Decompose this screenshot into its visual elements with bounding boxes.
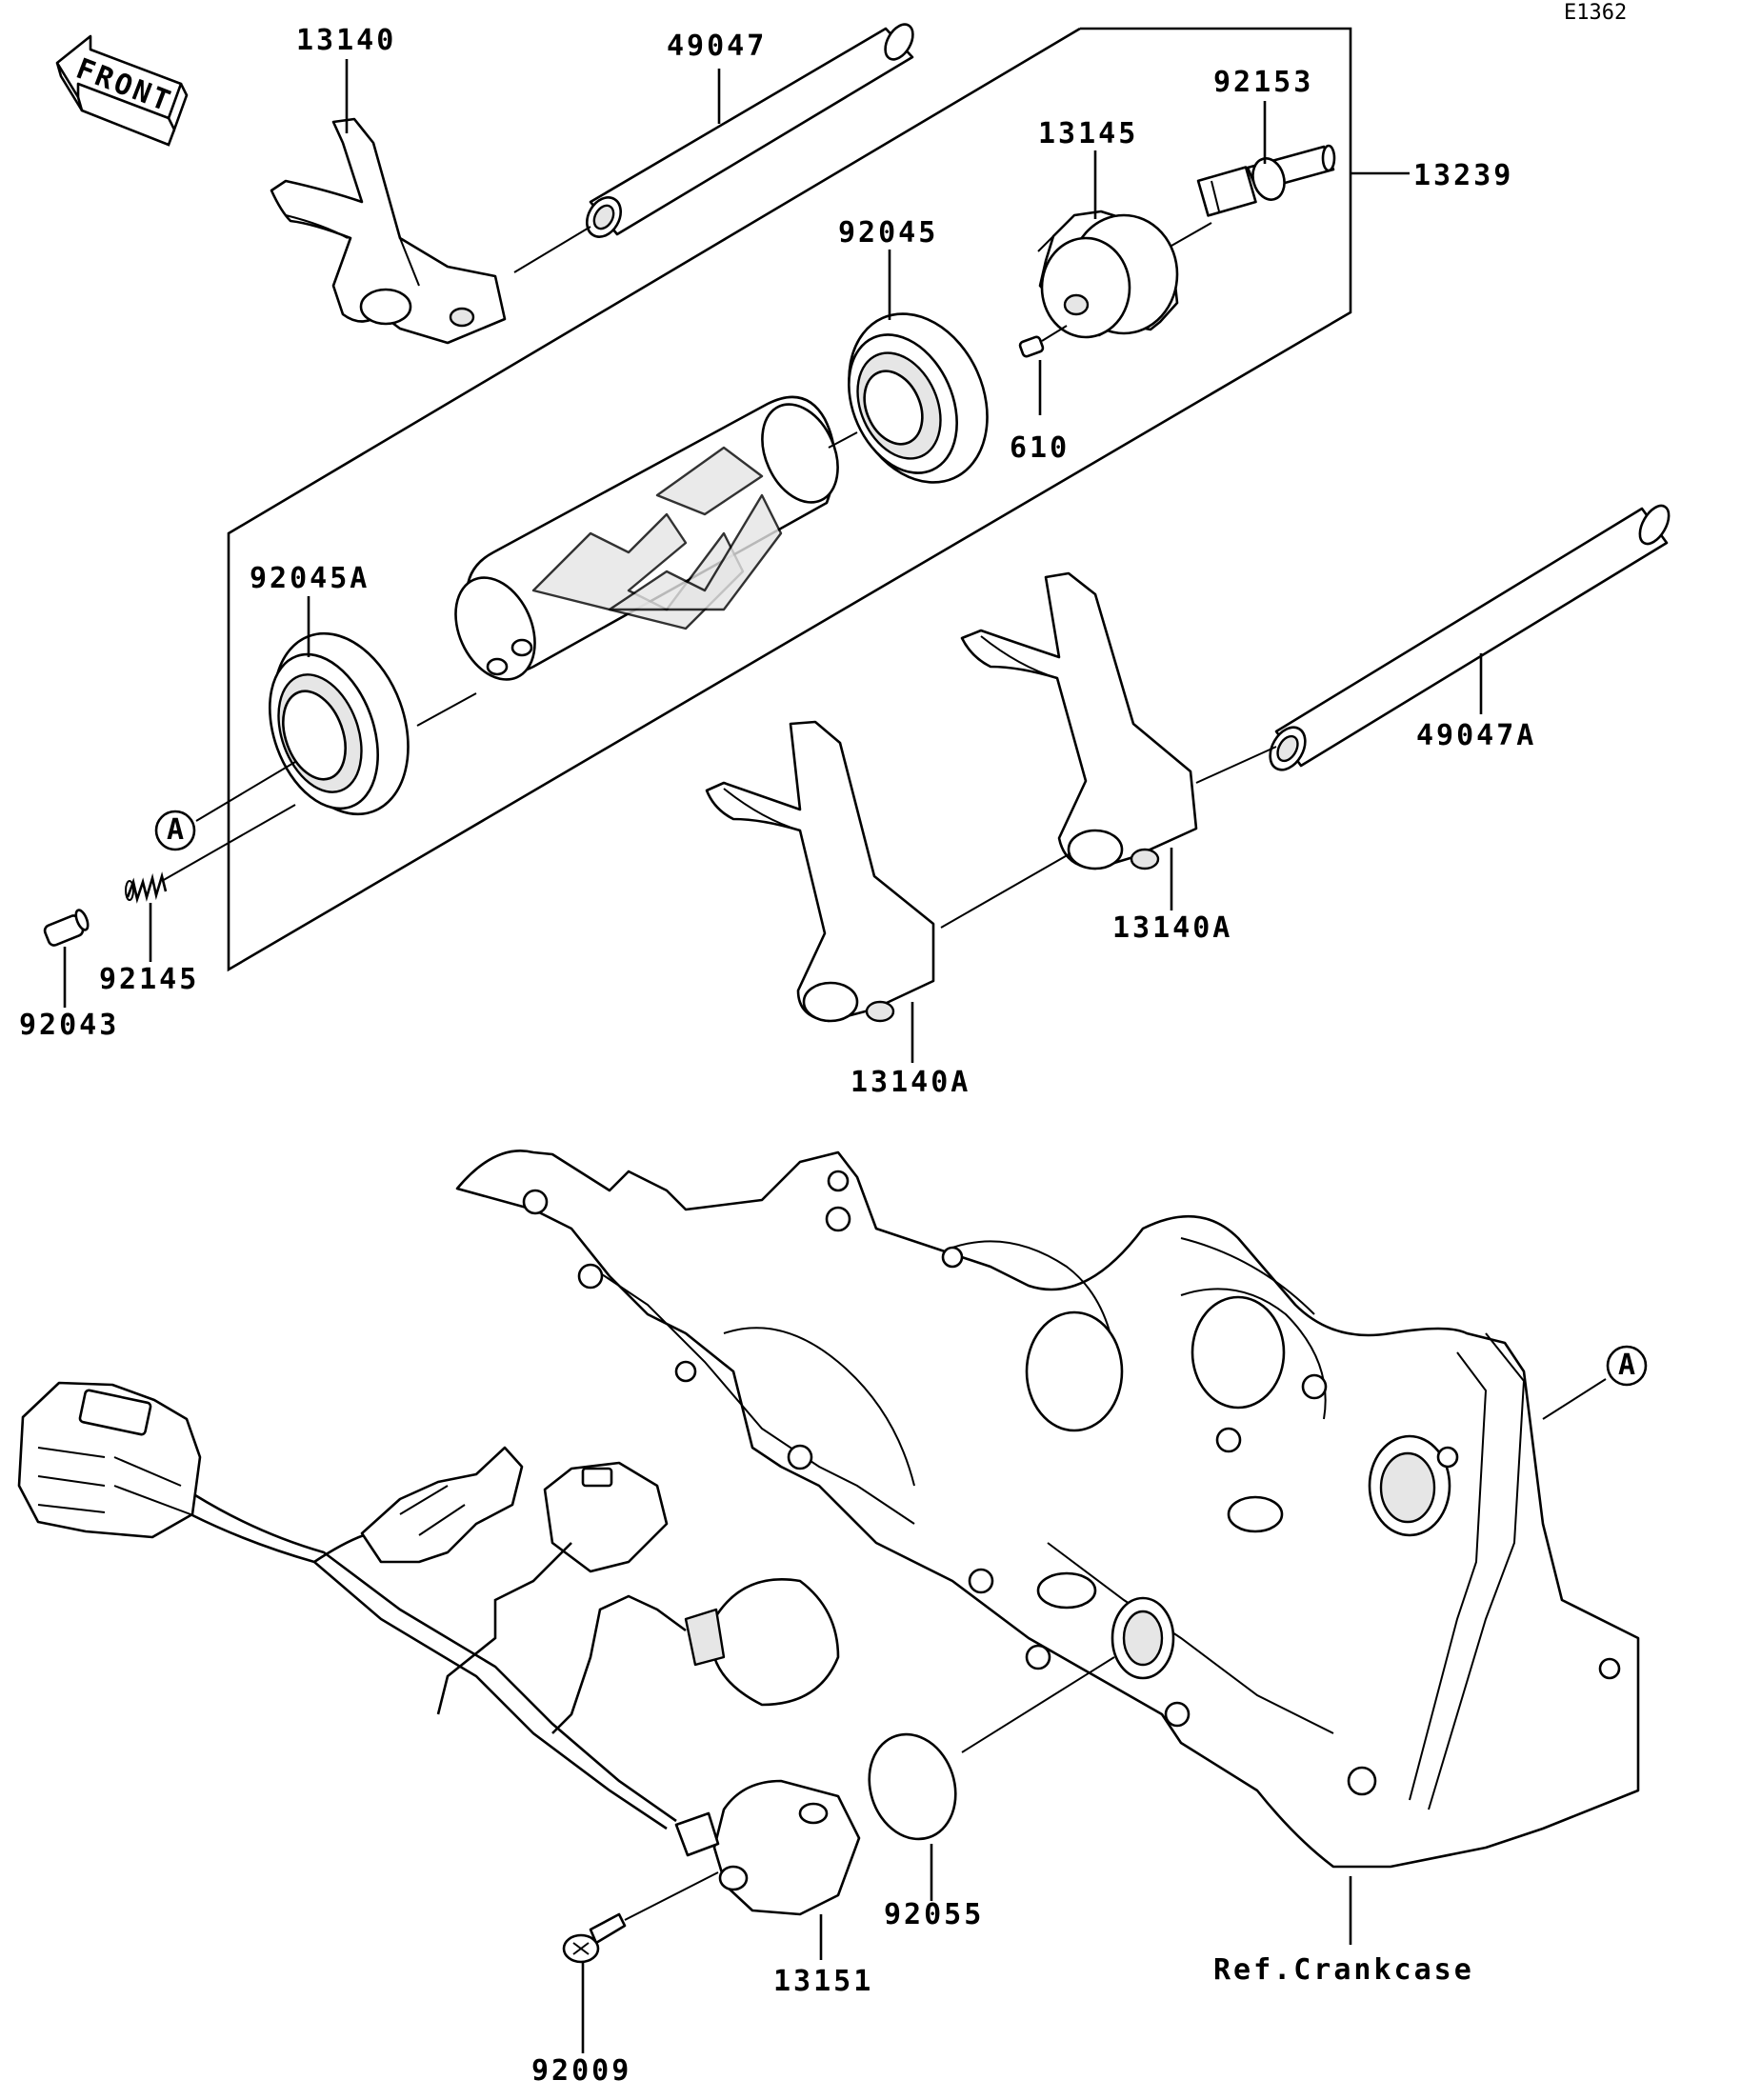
label-13239: 13239 <box>1413 159 1513 192</box>
label-ref-crankcase: Ref.Crankcase <box>1213 1953 1474 1987</box>
bolt-axis-92153 <box>1171 222 1212 247</box>
drum-axis-left <box>416 692 477 727</box>
spring-92145 <box>125 871 168 904</box>
bolt-92009 <box>562 1912 627 1964</box>
gear-position-sensor-13151 <box>17 1381 861 1916</box>
rod-axis-49047A <box>1195 746 1277 784</box>
pin-axis-610 <box>1041 325 1068 342</box>
label-13140: 13140 <box>296 24 396 57</box>
label-92045: 92045 <box>838 216 938 250</box>
bolt-92153 <box>1196 144 1336 217</box>
shift-drum <box>454 395 839 681</box>
label-92145: 92145 <box>99 963 199 996</box>
shift-fork-13140A-lower <box>705 720 935 1023</box>
shift-fork-13140 <box>270 117 507 345</box>
crankcase <box>455 1150 1640 1869</box>
group-bracket-13239 <box>227 27 1352 972</box>
label-49047: 49047 <box>667 30 767 63</box>
axis-line-a-lower <box>1542 1378 1607 1420</box>
bearing-92045A <box>269 631 410 816</box>
o-ring-axis <box>961 1656 1115 1753</box>
callout-a-lower-icon <box>1606 1345 1648 1387</box>
diagram-id: E1362 <box>1564 1 1627 25</box>
callout-a-lower: A <box>1618 1349 1638 1382</box>
callout-a-upper: A <box>167 813 187 847</box>
shift-fork-13140A-upper <box>960 571 1198 870</box>
o-ring-92055 <box>868 1732 957 1841</box>
label-13140A-lower: 13140A <box>850 1066 971 1099</box>
bolt-axis-92009 <box>624 1871 719 1921</box>
bearing-92045 <box>848 312 989 484</box>
label-92043: 92043 <box>19 1009 119 1042</box>
label-13145: 13145 <box>1038 117 1138 150</box>
shift-rod-49047 <box>586 23 914 238</box>
axis-line-spring <box>161 804 296 882</box>
shift-drum-cam-13145 <box>1037 210 1179 339</box>
front-arrow-icon: FRONT <box>55 34 189 147</box>
axis-line-a-upper <box>195 761 296 822</box>
pin-610 <box>1018 335 1045 358</box>
label-92009: 92009 <box>531 2054 631 2088</box>
label-92153: 92153 <box>1213 66 1313 99</box>
label-92055: 92055 <box>884 1898 984 1931</box>
pin-92043 <box>43 909 90 947</box>
shift-rod-49047A <box>1269 504 1671 771</box>
label-49047A: 49047A <box>1416 719 1536 752</box>
label-13140A-upper: 13140A <box>1112 911 1232 945</box>
fork-link-upper <box>940 852 1071 929</box>
rod-axis-49047 <box>513 226 591 273</box>
label-610: 610 <box>1010 431 1070 465</box>
label-13151: 13151 <box>773 1965 873 1998</box>
drum-axis-right <box>828 431 858 449</box>
callout-a-upper-icon <box>154 810 196 851</box>
label-92045A: 92045A <box>250 562 370 595</box>
